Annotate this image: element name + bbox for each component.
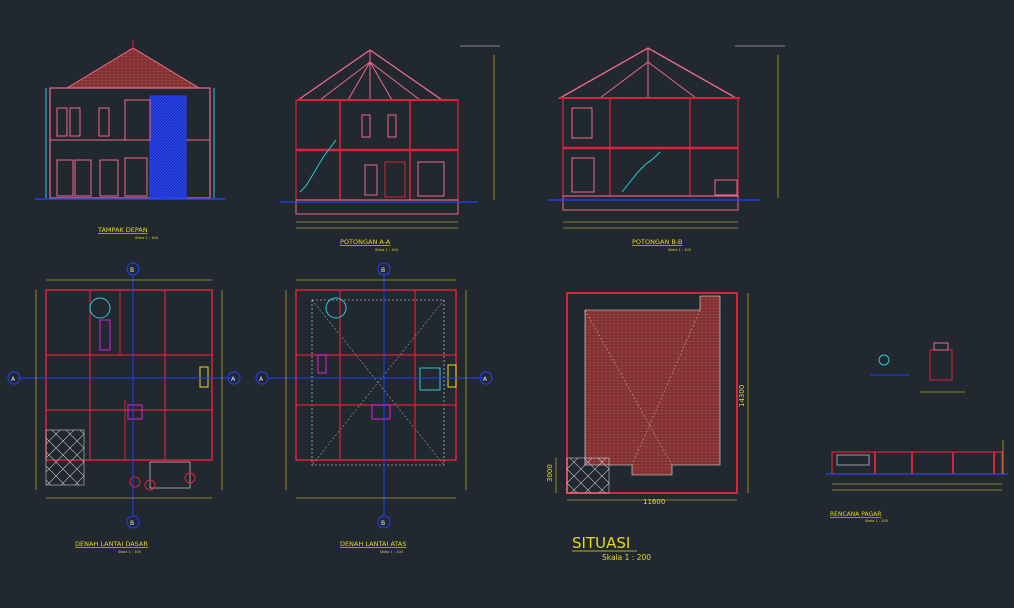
section-aa-stair	[299, 139, 337, 193]
situasi-scale: Skala 1 : 200	[602, 553, 651, 562]
denah-lantai-dasar-view[interactable]: B B A A DENAH LANTAI DASAR Skala 1 : 100	[7, 262, 241, 554]
rencana-pagar-scale: Skala 1 : 100	[865, 519, 888, 523]
site-boundary	[566, 292, 738, 494]
potongan-aa-view[interactable]: POTONGAN A-A Skala 1 : 100	[280, 45, 500, 252]
denah-lantai-dasar-scale: Skala 1 : 100	[118, 550, 141, 554]
section-marker-b-bottom-2[interactable]: B	[377, 515, 391, 529]
ground-floor-spiral-stair	[89, 297, 111, 319]
section-marker-a-left-2[interactable]: A	[255, 371, 269, 385]
fence-elevation	[826, 440, 1008, 491]
svg-text:A: A	[11, 376, 16, 383]
situasi-title: SITUASI	[572, 534, 630, 552]
situasi-depth-dim: 14300	[738, 385, 746, 407]
section-marker-a-right-2[interactable]: A	[479, 371, 493, 385]
svg-text:A: A	[231, 376, 236, 383]
site-roof-plan	[584, 295, 721, 476]
svg-text:B: B	[381, 520, 385, 527]
potongan-bb-title: POTONGAN B-B	[632, 238, 682, 246]
tampak-depan-scale: Skala 1 : 100	[135, 236, 158, 240]
front-stair-tower	[149, 95, 187, 199]
potongan-bb-scale: Skala 1 : 100	[668, 248, 691, 252]
section-marker-b-top-2[interactable]: B	[377, 262, 391, 276]
tampak-depan-view[interactable]: TAMPAK DEPAN Skala 1 : 100	[35, 40, 225, 240]
potongan-aa-title: POTONGAN A-A	[340, 238, 391, 246]
denah-lantai-atas-view[interactable]: B B A A DENAH LANTAI ATAS Skala 1 : 100	[255, 262, 493, 554]
upper-floor-spiral-stair	[325, 297, 347, 319]
svg-text:A: A	[483, 376, 488, 383]
fence-detail-small	[870, 342, 965, 393]
section-marker-a-left-1[interactable]: A	[7, 371, 21, 385]
potongan-aa-scale: Skala 1 : 100	[375, 248, 398, 252]
section-marker-b-bottom-1[interactable]: B	[126, 515, 140, 529]
potongan-bb-view[interactable]: POTONGAN B-B Skala 1 : 100	[548, 45, 785, 252]
rencana-pagar-view[interactable]: RENCANA PAGAR Skala 1 : 100	[826, 342, 1008, 523]
svg-text:A: A	[259, 376, 264, 383]
svg-text:B: B	[130, 267, 134, 274]
section-marker-a-right-1[interactable]: A	[227, 371, 241, 385]
svg-text:B: B	[381, 267, 385, 274]
svg-text:B: B	[130, 520, 134, 527]
denah-lantai-atas-title: DENAH LANTAI ATAS	[340, 540, 406, 548]
section-bb-stair	[621, 151, 661, 193]
denah-lantai-atas-scale: Skala 1 : 100	[380, 550, 403, 554]
situasi-view[interactable]: 11600 14300 3000 SITUASI Skala 1 : 200	[546, 292, 749, 562]
situasi-setback-dim: 3000	[546, 464, 554, 482]
section-marker-b-top-1[interactable]: B	[126, 262, 140, 276]
front-facade	[49, 87, 211, 199]
denah-lantai-dasar-title: DENAH LANTAI DASAR	[75, 540, 148, 548]
front-roof	[65, 47, 201, 89]
rencana-pagar-title: RENCANA PAGAR	[830, 511, 881, 518]
tampak-depan-title: TAMPAK DEPAN	[97, 226, 148, 234]
situasi-width-dim: 11600	[643, 498, 665, 506]
